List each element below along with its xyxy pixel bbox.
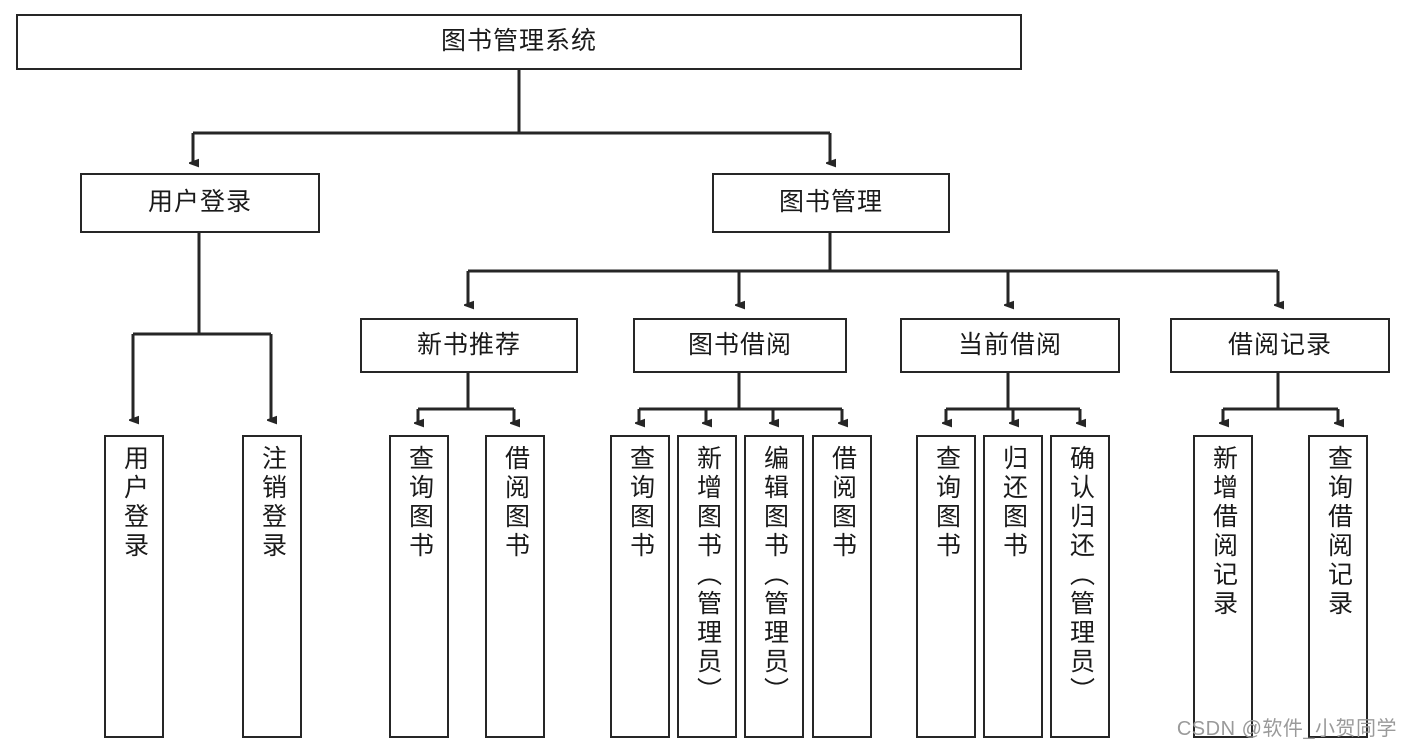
- leaf-logout-label: 注销登录: [258, 445, 287, 561]
- leaf-query-book-1-label: 查询图书: [405, 445, 434, 561]
- leaf-return-book[interactable]: 归还图书: [983, 435, 1043, 738]
- leaf-return-book-label: 归还图书: [999, 445, 1028, 561]
- leaf-borrow-book-2-label: 借阅图书: [828, 445, 857, 561]
- leaf-edit-book[interactable]: 编辑图书（管理员）: [744, 435, 804, 738]
- node-new-book-recommend[interactable]: 新书推荐: [360, 318, 578, 373]
- node-new-book-recommend-label: 新书推荐: [416, 330, 521, 359]
- leaf-logout[interactable]: 注销登录: [242, 435, 302, 738]
- node-book-manage[interactable]: 图书管理: [712, 173, 950, 233]
- node-user-login-label: 用户登录: [147, 188, 252, 217]
- leaf-user-login[interactable]: 用户登录: [104, 435, 164, 738]
- node-borrow-record[interactable]: 借阅记录: [1170, 318, 1390, 373]
- leaf-user-login-label: 用户登录: [120, 445, 149, 561]
- leaf-query-book-3[interactable]: 查询图书: [916, 435, 976, 738]
- leaf-query-book-2[interactable]: 查询图书: [610, 435, 670, 738]
- leaf-add-record[interactable]: 新增借阅记录: [1193, 435, 1253, 738]
- leaf-confirm-return[interactable]: 确认归还（管理员）: [1050, 435, 1110, 738]
- leaf-query-book-3-label: 查询图书: [932, 445, 961, 561]
- leaf-query-record-label: 查询借阅记录: [1324, 445, 1353, 619]
- leaf-query-record[interactable]: 查询借阅记录: [1308, 435, 1368, 738]
- leaf-add-book-label: 新增图书（管理员）: [693, 445, 722, 706]
- leaf-add-book[interactable]: 新增图书（管理员）: [677, 435, 737, 738]
- watermark-text: CSDN @软件_小贺同学: [1176, 718, 1397, 740]
- leaf-add-record-label: 新增借阅记录: [1209, 445, 1238, 619]
- node-root-label: 图书管理系统: [440, 27, 597, 56]
- node-book-borrow-label: 图书借阅: [687, 330, 792, 359]
- node-borrow-record-label: 借阅记录: [1227, 330, 1332, 359]
- node-current-borrow-label: 当前借阅: [957, 330, 1062, 359]
- node-user-login[interactable]: 用户登录: [80, 173, 320, 233]
- leaf-borrow-book-1-label: 借阅图书: [501, 445, 530, 561]
- node-root[interactable]: 图书管理系统: [16, 14, 1022, 70]
- leaf-query-book-2-label: 查询图书: [626, 445, 655, 561]
- leaf-edit-book-label: 编辑图书（管理员）: [760, 445, 789, 706]
- leaf-query-book-1[interactable]: 查询图书: [389, 435, 449, 738]
- leaf-borrow-book-1[interactable]: 借阅图书: [485, 435, 545, 738]
- node-book-borrow[interactable]: 图书借阅: [633, 318, 847, 373]
- node-current-borrow[interactable]: 当前借阅: [900, 318, 1120, 373]
- leaf-confirm-return-label: 确认归还（管理员）: [1066, 445, 1095, 706]
- leaf-borrow-book-2[interactable]: 借阅图书: [812, 435, 872, 738]
- node-book-manage-label: 图书管理: [778, 188, 883, 217]
